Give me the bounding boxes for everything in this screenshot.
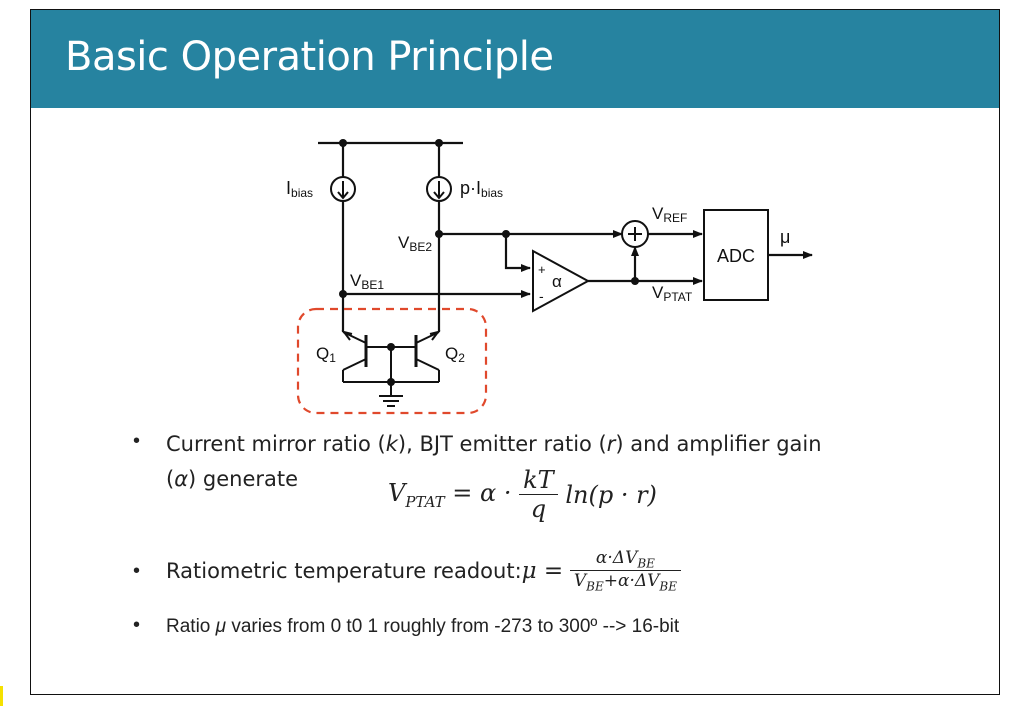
slide-marker (0, 686, 3, 706)
label-vptat: VPTAT (652, 283, 693, 304)
label-vbe1: VBE1 (350, 271, 384, 292)
bullet-1-line2: (α) generate (166, 467, 299, 491)
bjt-pair-highlight (296, 307, 488, 415)
label-q2: Q2 (445, 344, 465, 365)
label-alpha: α (552, 272, 562, 291)
current-source-pibias (426, 176, 452, 202)
label-vref: VREF (652, 204, 687, 225)
current-source-ibias (330, 176, 356, 202)
bullet-dot-2: • (133, 560, 141, 582)
bullet-1-line1: Current mirror ratio (k), BJT emitter ra… (166, 432, 822, 456)
label-mu-output: μ (780, 227, 790, 247)
junctions (339, 139, 639, 386)
bullet-dot-1: • (133, 430, 141, 452)
label-pibias: p·Ibias (460, 178, 503, 200)
adc-block (703, 209, 769, 301)
label-amp-minus: - (539, 288, 544, 304)
slide-title: Basic Operation Principle (65, 34, 554, 80)
label-vbe2: VBE2 (398, 233, 432, 254)
label-q1: Q1 (316, 344, 336, 365)
slide: Basic Operation Principle (30, 9, 1000, 695)
title-bar: Basic Operation Principle (31, 10, 999, 108)
wire-vbe2-to-amp (504, 234, 531, 272)
summing-node (621, 220, 649, 248)
bullet-dot-3: • (133, 614, 141, 636)
label-amp-plus: + (538, 262, 546, 277)
bullet-2: Ratiometric temperature readout: μ = α·Δ… (166, 548, 681, 594)
amplifier (532, 249, 591, 313)
label-ibias: Ibias (286, 178, 313, 200)
label-adc: ADC (717, 246, 755, 266)
bullet-3: Ratio μ varies from 0 t0 1 roughly from … (166, 616, 680, 637)
